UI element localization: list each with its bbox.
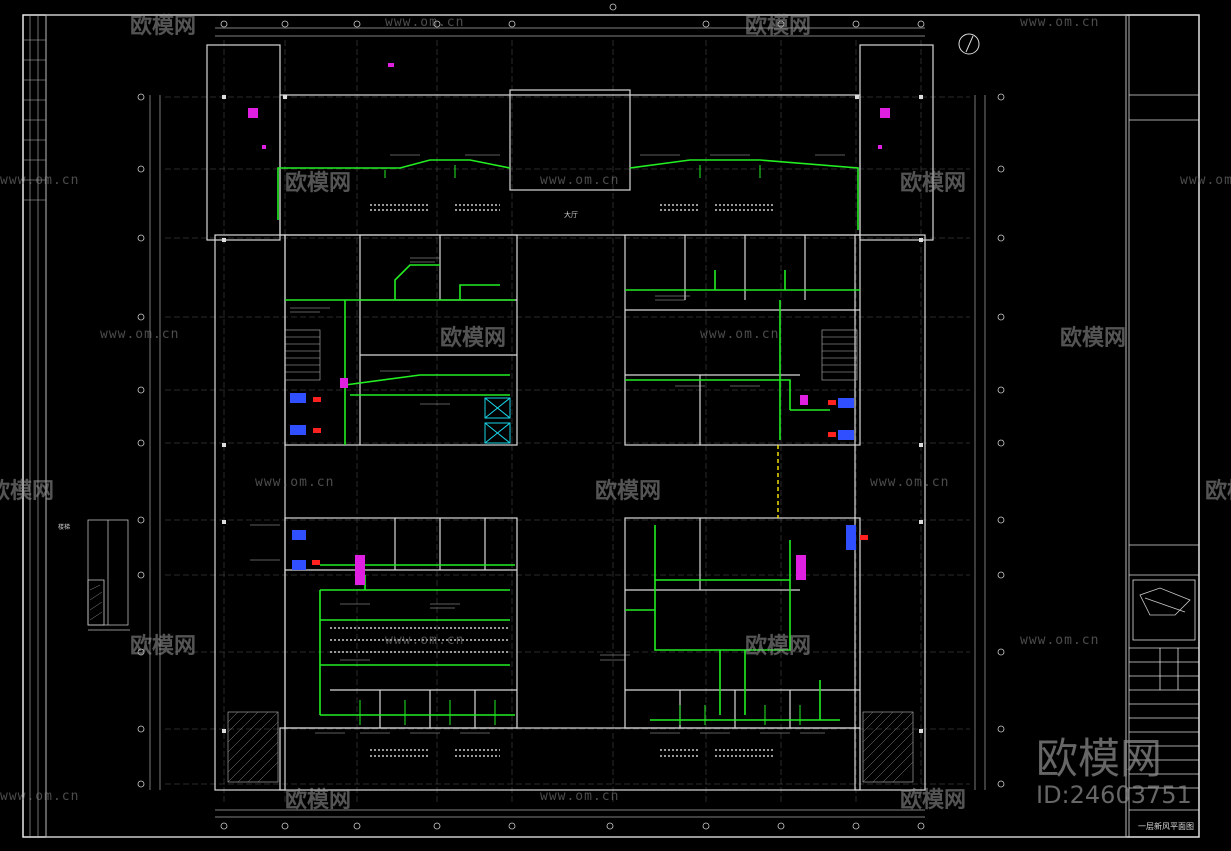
stair-hatch-fill (227, 711, 914, 783)
axis-bubbles (137, 3, 1005, 830)
sheet-title: 一层新风平面图 (1138, 822, 1194, 831)
watermark-url: www.om.cn (1020, 15, 1100, 30)
watermark-brand: 欧模网 (595, 479, 662, 504)
grid-axes (165, 40, 970, 805)
drawing-frame (22, 14, 1200, 838)
watermark-url: www.om.cn (540, 173, 620, 188)
watermark-brand: 欧模网 (440, 326, 507, 351)
watermark-url: www.om.cn (0, 789, 80, 804)
binding-strip (23, 15, 46, 837)
equipment (248, 63, 890, 585)
watermark-brand: 欧模网 (900, 788, 967, 813)
watermark-url: www.om.cn (255, 475, 335, 490)
watermark-url: www.om.cn (700, 327, 780, 342)
section-detail (87, 519, 130, 631)
dimension-lines (149, 27, 986, 818)
watermark-brand: 欧模网 (745, 634, 812, 659)
watermark-brand: 欧模网 (130, 634, 197, 659)
north-arrow (958, 33, 980, 55)
watermark-brand: 欧模网 (130, 14, 197, 39)
watermark-url: www.om.cn (870, 475, 950, 490)
stair-label: 楼梯 (58, 524, 71, 531)
stairs (227, 329, 914, 783)
watermark-brand: 欧模网 (0, 479, 55, 504)
watermark-url: www.om.cn (540, 789, 620, 804)
drawing-inner-frame (45, 14, 1127, 838)
building-walls (206, 44, 934, 791)
watermark-url: www.om.cn (0, 173, 80, 188)
watermark-brand: 欧模网 (285, 171, 352, 196)
watermark-brand: 欧模网 (285, 788, 352, 813)
watermark-url: www.om.cn (100, 327, 180, 342)
watermark-url: www.om.cn (1180, 173, 1231, 188)
seating-rows (330, 204, 775, 757)
watermark-id: ID:24603751 (1036, 781, 1192, 809)
watermark-url: www.om.cn (1020, 633, 1100, 648)
watermark-brand: 欧模网 (1060, 326, 1127, 351)
annotation-ticks (250, 154, 845, 734)
watermark-url: www.om.cn (385, 633, 465, 648)
watermark-brand: 欧模网 (900, 171, 967, 196)
title-block (1128, 14, 1200, 838)
watermark-brand: 欧模网 (745, 14, 812, 39)
watermark-brand-large: 欧模网 (1036, 734, 1163, 783)
watermark-brand: 欧模网 (1205, 479, 1231, 504)
watermark-url: www.om.cn (385, 15, 465, 30)
section-hatch (89, 584, 103, 621)
lobby-label: 大厅 (564, 211, 578, 219)
fresh-air-ducts (277, 159, 860, 721)
columns (222, 95, 923, 733)
duct-branches (359, 165, 801, 725)
